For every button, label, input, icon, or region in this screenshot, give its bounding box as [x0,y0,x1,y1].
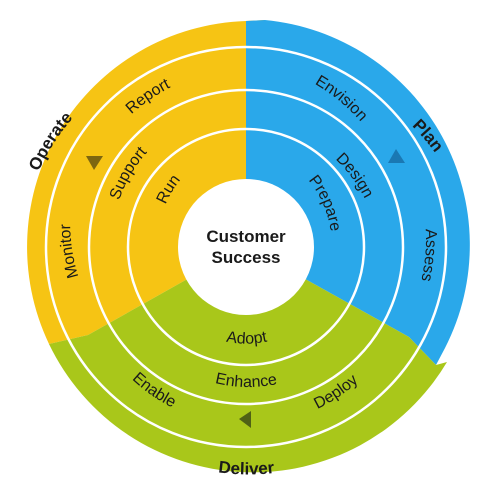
phase-label-deliver: Deliver [218,457,276,478]
plan-segment [246,20,470,365]
center-title-line2: Success [212,248,281,267]
outer-ring-line [44,45,448,449]
plan-direction-triangle [388,149,405,163]
middle-ring-line [87,88,405,406]
outer-ring-label-assess: Assess [417,229,439,283]
deliver-direction-triangle [239,411,251,428]
middle-ring-label-enhance: Enhance [214,370,278,391]
inner-ring-line [126,127,366,367]
center-hub [178,179,314,315]
center-title-line1: Customer [206,227,286,246]
inner-ring-label-adopt: Adopt [225,329,269,348]
operate-direction-triangle [86,156,103,170]
deliver-segment [49,246,447,473]
